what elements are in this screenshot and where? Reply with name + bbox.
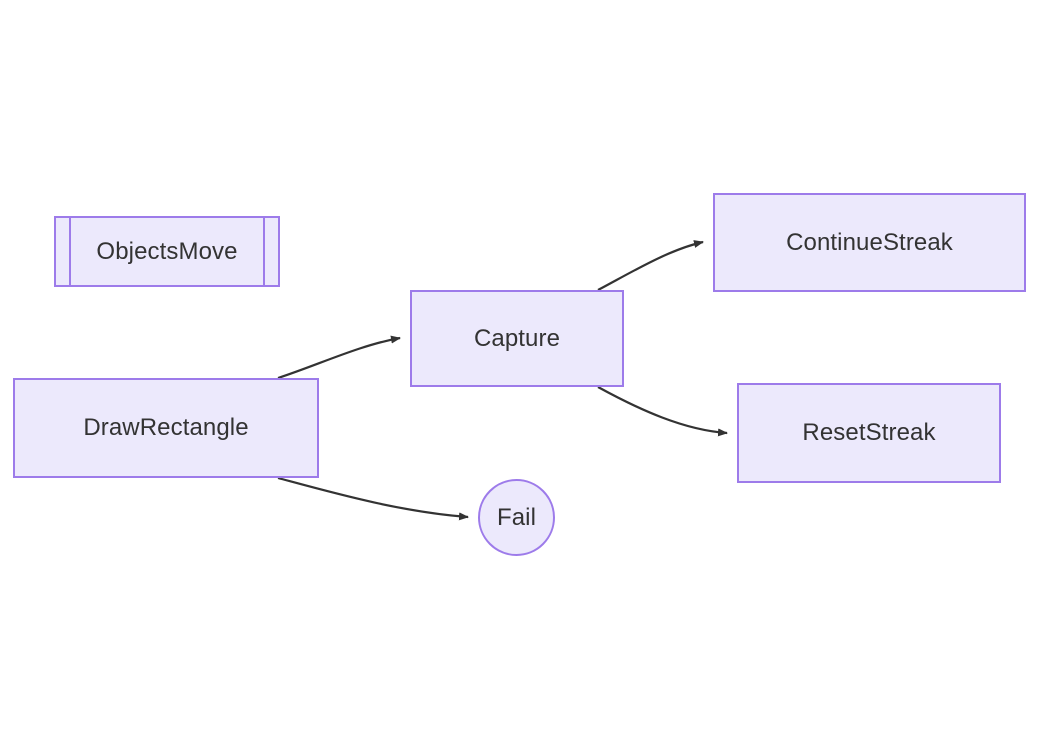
node-continuestreak-label: ContinueStreak xyxy=(786,228,953,256)
node-capture-label: Capture xyxy=(473,324,561,352)
node-drawrectangle[interactable]: DrawRectangle xyxy=(13,378,319,478)
edge-drawrectangle-to-fail xyxy=(277,476,469,521)
node-objectsmove-label: ObjectsMove xyxy=(96,237,238,265)
edge-drawrectangle-to-capture xyxy=(277,335,401,380)
node-fail-label: Fail xyxy=(496,503,537,531)
node-capture[interactable]: Capture xyxy=(410,290,624,387)
edge-capture-to-resetstreak xyxy=(597,386,728,437)
node-drawrectangle-label: DrawRectangle xyxy=(83,414,249,441)
node-resetstreak-label: ResetStreak xyxy=(802,419,936,446)
node-resetstreak[interactable]: ResetStreak xyxy=(737,383,1001,483)
node-fail[interactable]: Fail xyxy=(478,479,555,556)
edge-capture-to-continuestreak xyxy=(597,240,704,291)
node-objectsmove[interactable]: ObjectsMove xyxy=(54,216,280,287)
node-continuestreak[interactable]: ContinueStreak xyxy=(713,193,1026,292)
